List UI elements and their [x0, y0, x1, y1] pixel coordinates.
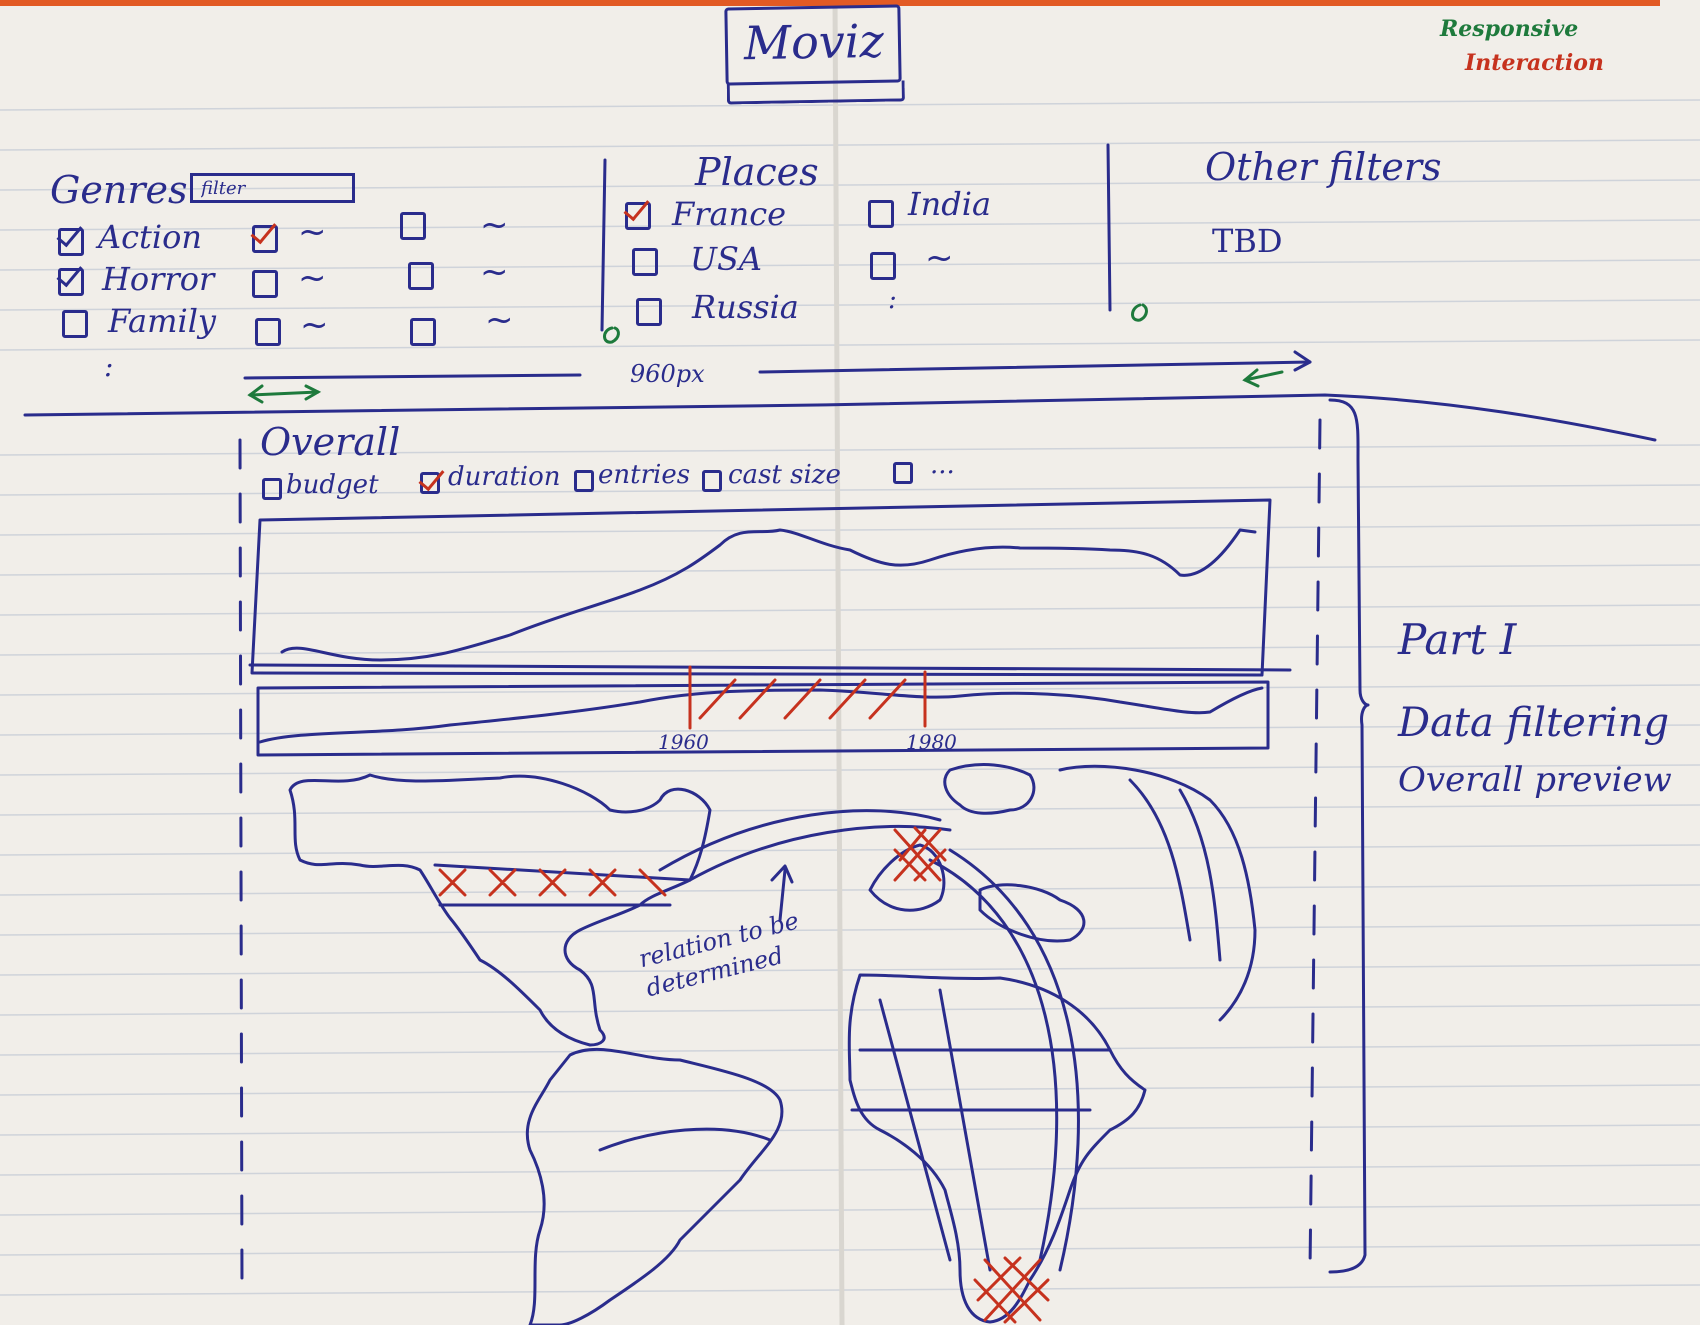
place-label-india: India — [908, 185, 992, 223]
place-checkbox-france[interactable] — [625, 202, 651, 230]
metric-label-more: ... — [930, 450, 955, 480]
app-title: Moviz — [743, 13, 885, 71]
genre-placeholder-col3-1: ~ — [480, 205, 509, 245]
metric-checkbox-budget[interactable] — [262, 478, 282, 500]
genre-checkbox-col2-1[interactable] — [252, 225, 278, 253]
metric-checkbox-cast-size[interactable] — [702, 470, 722, 492]
overall-label: Overall — [260, 420, 401, 464]
legend-interaction: Interaction — [1465, 50, 1604, 76]
place-label-usa: USA — [690, 240, 762, 278]
genre-checkbox-action[interactable] — [58, 228, 84, 256]
genre-checkbox-col3-2[interactable] — [408, 262, 434, 290]
genre-checkbox-col3-1[interactable] — [400, 212, 426, 240]
width-guide-label: 960px — [630, 360, 705, 388]
metric-checkbox-more[interactable] — [893, 462, 913, 484]
part-description-line2: Overall preview — [1398, 760, 1672, 800]
place-label-more: ~ — [925, 238, 954, 278]
timeline-start-label: 1960 — [658, 730, 709, 754]
genre-checkbox-col2-3[interactable] — [255, 318, 281, 346]
place-label-russia: Russia — [692, 288, 799, 326]
legend-responsive: Responsive — [1440, 16, 1579, 42]
genre-placeholder-col2-1: ~ — [298, 212, 327, 252]
metric-checkbox-duration[interactable] — [420, 472, 440, 494]
place-more-ellipsis: : — [888, 285, 897, 315]
place-checkbox-india[interactable] — [868, 200, 894, 228]
timeline-brush-selection[interactable] — [688, 688, 926, 728]
other-filters-value: TBD — [1212, 222, 1283, 260]
metric-label-duration: duration — [448, 462, 561, 492]
genre-placeholder-col3-2: ~ — [480, 252, 509, 292]
timeline-end-label: 1980 — [906, 730, 957, 754]
genre-checkbox-horror[interactable] — [58, 268, 84, 296]
genre-label-action: Action — [98, 218, 202, 256]
metric-label-cast-size: cast size — [728, 460, 841, 490]
metric-label-entries: entries — [598, 460, 691, 490]
genre-placeholder-col2-2: ~ — [298, 258, 327, 298]
genres-label: Genres — [50, 168, 188, 212]
app-title-box: Moviz — [724, 4, 902, 86]
other-filters-label: Other filters — [1205, 145, 1442, 189]
genre-filter-input[interactable] — [190, 173, 355, 203]
genre-label-horror: Horror — [102, 260, 215, 298]
genre-checkbox-col2-2[interactable] — [252, 270, 278, 298]
genre-placeholder-col3-3: ~ — [485, 300, 514, 340]
place-checkbox-more[interactable] — [870, 252, 896, 280]
part-label: Part I — [1398, 615, 1517, 664]
metric-checkbox-entries[interactable] — [574, 470, 594, 492]
genre-more-ellipsis: : — [104, 350, 114, 383]
place-checkbox-russia[interactable] — [636, 298, 662, 326]
genre-checkbox-family[interactable] — [62, 310, 88, 338]
place-checkbox-usa[interactable] — [632, 248, 658, 276]
genre-label-family: Family — [108, 302, 216, 340]
part-description-line1: Data filtering — [1398, 700, 1670, 746]
world-map[interactable] — [280, 770, 1250, 1320]
genre-checkbox-col3-3[interactable] — [410, 318, 436, 346]
place-label-france: France — [672, 195, 787, 233]
metric-label-budget: budget — [286, 470, 379, 500]
places-label: Places — [695, 150, 819, 194]
genre-placeholder-col2-3: ~ — [300, 305, 329, 345]
